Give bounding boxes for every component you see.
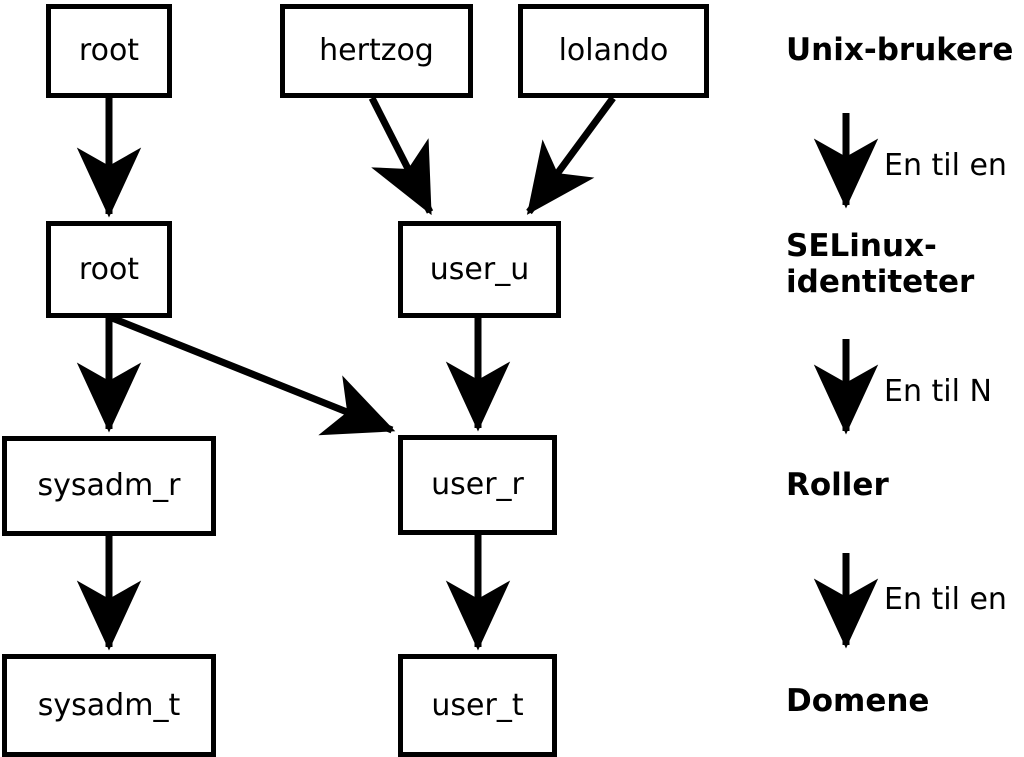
node-role-sysadm_r[interactable]: sysadm_r — [2, 436, 216, 536]
node-label: sysadm_t — [37, 687, 181, 723]
node-selinux-root[interactable]: root — [46, 221, 172, 318]
legend-tier-domains: Domene — [786, 683, 930, 719]
edge-hertzog-to-user_u — [368, 96, 434, 216]
legend-relation-label-rel-2: En til N — [884, 374, 992, 409]
node-label: root — [78, 251, 140, 287]
node-selinux-user_u[interactable]: user_u — [398, 221, 561, 318]
legend-tier-roles: Roller — [786, 467, 889, 503]
legend-tier-selinux-identities: SELinux- identiteter — [786, 228, 975, 300]
node-label: root — [78, 33, 140, 68]
node-label: hertzog — [319, 33, 434, 68]
node-label: lolando — [558, 33, 669, 68]
node-unix-lolando[interactable]: lolando — [518, 4, 709, 98]
node-label: user_t — [431, 687, 524, 723]
edge-sel-root-to-user_r — [110, 314, 396, 436]
legend-relation-label-rel-3: En til en — [884, 582, 1007, 617]
node-label: user_u — [429, 251, 530, 287]
node-role-user_r[interactable]: user_r — [398, 435, 557, 535]
node-unix-root[interactable]: root — [46, 4, 172, 98]
node-domain-sysadm_t[interactable]: sysadm_t — [2, 654, 216, 757]
node-label: user_r — [431, 467, 524, 502]
edge-lolando-to-user_u — [526, 95, 616, 215]
node-unix-hertzog[interactable]: hertzog — [280, 4, 473, 98]
node-label: sysadm_r — [37, 468, 181, 503]
legend-relation-label-rel-1: En til en — [884, 148, 1007, 183]
node-domain-user_t[interactable]: user_t — [398, 654, 557, 757]
legend-tier-unix-users: Unix-brukere — [786, 32, 1014, 68]
